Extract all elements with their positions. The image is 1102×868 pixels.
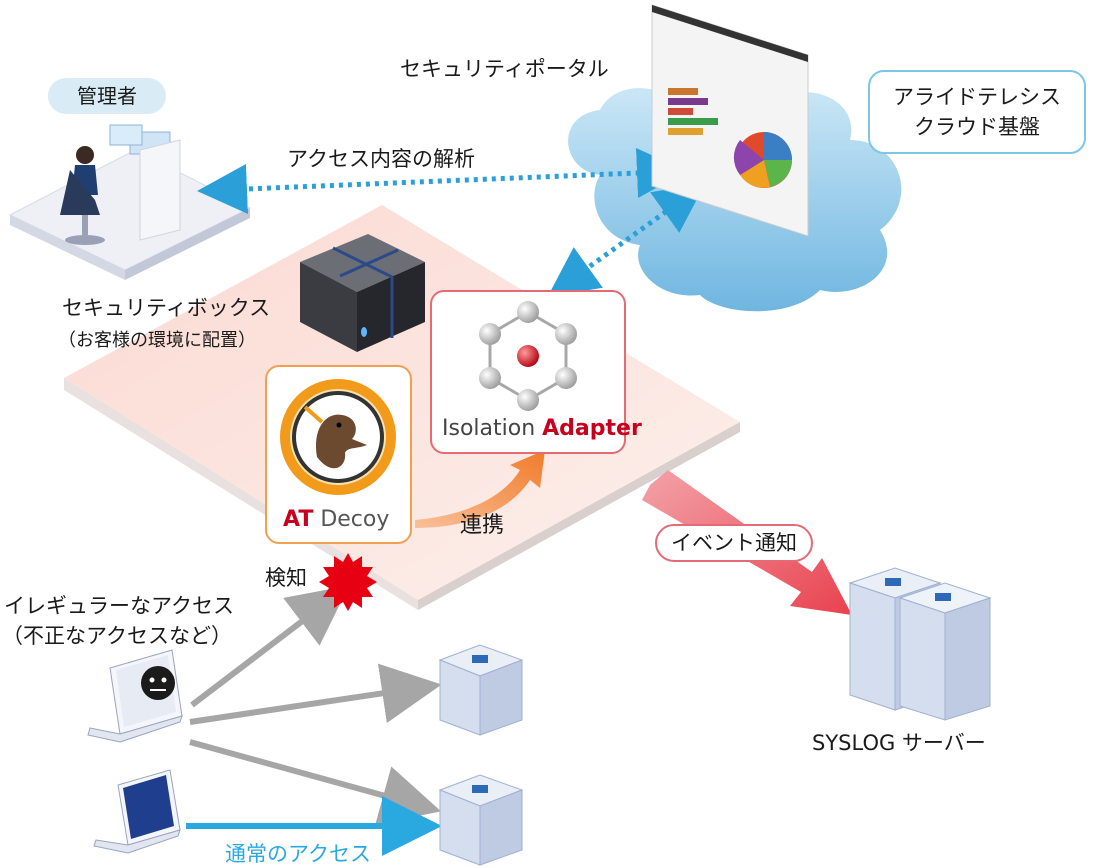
- irregular-laptop: [87, 649, 183, 743]
- security-box-device: [300, 234, 425, 352]
- normal-access-label: 通常のアクセス: [225, 842, 371, 866]
- isolation-word: Isolation: [442, 416, 543, 441]
- security-portal-label: セキュリティポータル: [400, 57, 609, 81]
- at-decoy-wordmark: AT Decoy: [283, 507, 389, 532]
- irregular-to-detect-arrow: [190, 585, 350, 708]
- irregular-to-server1-arrow: [189, 663, 442, 725]
- admin-desk-illustration: [8, 124, 252, 280]
- adapter-word: Adapter: [542, 416, 642, 441]
- decoy-word: Decoy: [313, 507, 390, 532]
- irregular-to-server2-arrow: [189, 739, 442, 825]
- detection-label: 検知: [265, 566, 307, 590]
- at-word: AT: [283, 507, 314, 532]
- security-box-label: セキュリティボックス: [62, 296, 271, 320]
- syslog-server-tower: [848, 567, 992, 721]
- analysis-dotted-arrow: [197, 148, 687, 214]
- isolation-adapter-card: Isolation Adapter: [430, 290, 642, 454]
- isolation-adapter-wordmark: Isolation Adapter: [442, 416, 642, 441]
- detection-burst: [319, 553, 377, 611]
- normal-laptop: [93, 769, 181, 854]
- security-box-sublabel: （お客様の環境に配置）: [58, 330, 256, 351]
- access-analysis-label: アクセス内容の解析: [287, 147, 475, 171]
- server-stack-2: [438, 774, 524, 866]
- event-notification-label: イベント通知: [655, 524, 813, 562]
- security-portal-screen: [651, 4, 809, 237]
- cooperation-arrow: [415, 450, 545, 528]
- irregular-access-sublabel: （不正なアクセスなど）: [2, 624, 232, 648]
- isolation-adapter-icon: [479, 301, 577, 411]
- at-decoy-card: AT Decoy: [265, 365, 412, 544]
- at-decoy-logo: [280, 379, 396, 495]
- admin-badge: 管理者: [48, 78, 166, 114]
- cloud-platform-label: アライドテレシス クラウド基盤: [868, 70, 1086, 154]
- server-stack-1: [438, 644, 524, 736]
- irregular-access-label: イレギュラーなアクセス: [4, 594, 234, 618]
- syslog-server-label: SYSLOG サーバー: [812, 731, 986, 755]
- cooperation-label: 連携: [460, 513, 505, 538]
- box-cloud-dotted-arrow: [547, 183, 706, 297]
